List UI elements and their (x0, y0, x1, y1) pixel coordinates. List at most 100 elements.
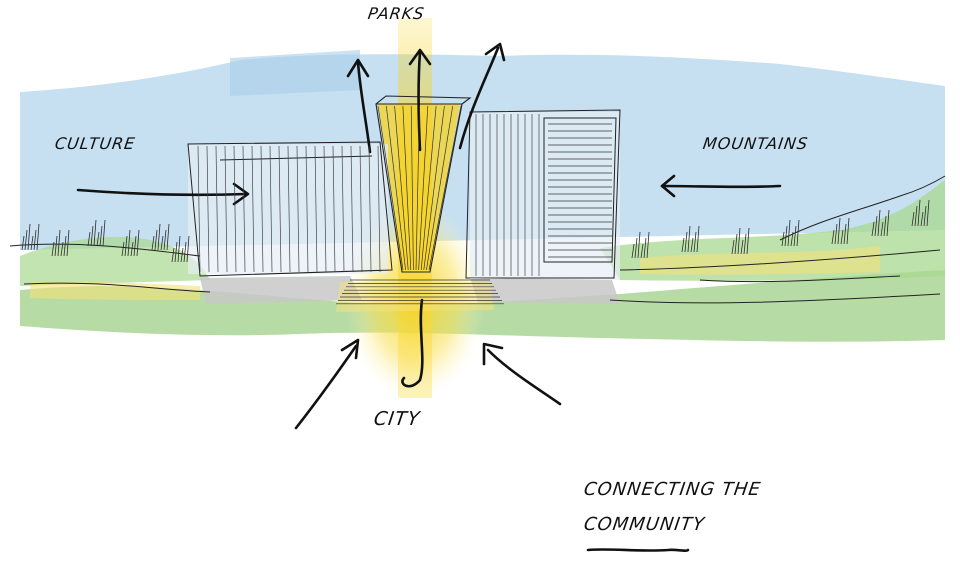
label-mountains: MOUNTAINS (701, 134, 810, 153)
tree-stroke (740, 239, 744, 255)
tree-stroke (186, 235, 190, 263)
facade-line (251, 145, 255, 273)
tree-stroke (124, 235, 128, 257)
funnel-line (415, 105, 420, 271)
tree-stroke (684, 231, 688, 253)
facade-line (287, 145, 291, 273)
tree-stroke (643, 237, 647, 259)
tree-stroke (696, 225, 700, 253)
stair-lines (336, 279, 504, 305)
arrow-to-culture (76, 188, 248, 197)
tree-stroke (737, 227, 741, 255)
tree-stroke (57, 229, 61, 257)
arrow-city-left (294, 344, 358, 430)
tree-stroke (136, 229, 140, 257)
label-city: CITY (372, 408, 422, 430)
tree-stroke (690, 237, 694, 253)
tree-stroke (871, 221, 875, 237)
tree-stroke (66, 229, 70, 257)
tree-stroke (51, 241, 55, 257)
tree-stroke (177, 235, 181, 263)
tree-stroke (923, 205, 927, 227)
tree-stroke (166, 223, 170, 251)
tree-stroke (93, 219, 97, 247)
funnel-line (420, 105, 437, 271)
tree-stroke (781, 231, 785, 247)
tree-stroke (180, 247, 184, 263)
tree-stroke (90, 225, 94, 247)
tree-stroke (151, 235, 155, 251)
tree-stroke (24, 229, 28, 251)
facade-line (359, 145, 363, 273)
tree-stroke (883, 215, 887, 237)
funnel-lines (377, 105, 462, 271)
tree-stroke (640, 243, 644, 259)
tree-stroke (880, 221, 884, 237)
arrow-city-right (486, 348, 562, 406)
facade-line (260, 145, 264, 273)
facade-line (305, 145, 309, 273)
funnel-line (410, 105, 414, 271)
tree-stroke (793, 225, 797, 247)
funnel-line (426, 105, 454, 271)
caption-line-1: CONNECTING THE (582, 479, 763, 500)
caption-underline (586, 548, 690, 553)
funnel-line (428, 105, 462, 271)
tree-stroke (787, 219, 791, 247)
tree-stroke (96, 231, 100, 247)
tree-stroke (27, 223, 31, 251)
tree-stroke (746, 227, 750, 255)
facade-line (341, 145, 345, 273)
facade-line (197, 145, 201, 273)
tree-stroke (796, 219, 800, 247)
tree-stroke (886, 209, 890, 237)
facade-line (332, 145, 336, 273)
horizon-lines (9, 175, 946, 304)
tree-stroke (784, 225, 788, 247)
tree-stroke (634, 237, 638, 259)
tree-stroke (631, 243, 635, 259)
facade-line (278, 145, 282, 273)
tree-stroke (163, 229, 167, 251)
tree-stroke (877, 209, 881, 237)
arrows (76, 42, 782, 553)
funnel-line (385, 105, 406, 271)
tree-stroke (911, 211, 915, 227)
tree-stroke (21, 235, 25, 251)
tree-stroke (926, 199, 930, 227)
tree-stroke (846, 217, 850, 245)
tree-stroke (130, 241, 134, 257)
funnel-line (418, 105, 429, 271)
tree-stroke (36, 223, 40, 251)
arrow-parks-left (356, 60, 372, 154)
tree-stroke (102, 219, 106, 247)
tree-stroke (154, 229, 158, 251)
facade-line (296, 145, 300, 273)
funnel-line (423, 105, 445, 271)
tree-stroke (171, 247, 175, 263)
tree-stroke (133, 235, 137, 257)
tree-stroke (914, 205, 918, 227)
tree-stroke (874, 215, 878, 237)
facade-line (215, 145, 219, 273)
funnel-line (394, 105, 409, 271)
tree-stroke (687, 225, 691, 253)
tree-stroke (790, 231, 794, 247)
tree-stroke (87, 231, 91, 247)
tree-stroke (646, 231, 650, 259)
funnel-line (377, 105, 404, 271)
arrow-parks-center (417, 50, 422, 152)
tree-stroke (174, 241, 178, 263)
tree-stroke (840, 229, 844, 245)
tree-stroke (183, 241, 187, 263)
left-facade-lines (197, 145, 381, 273)
tree-stroke (121, 241, 125, 257)
tree-stroke (837, 217, 841, 245)
tree-stroke (734, 233, 738, 255)
facade-line (224, 145, 228, 273)
tree-stroke (834, 223, 838, 245)
tree-stroke (917, 199, 921, 227)
facade-line (350, 145, 354, 273)
tree-stroke (920, 211, 924, 227)
